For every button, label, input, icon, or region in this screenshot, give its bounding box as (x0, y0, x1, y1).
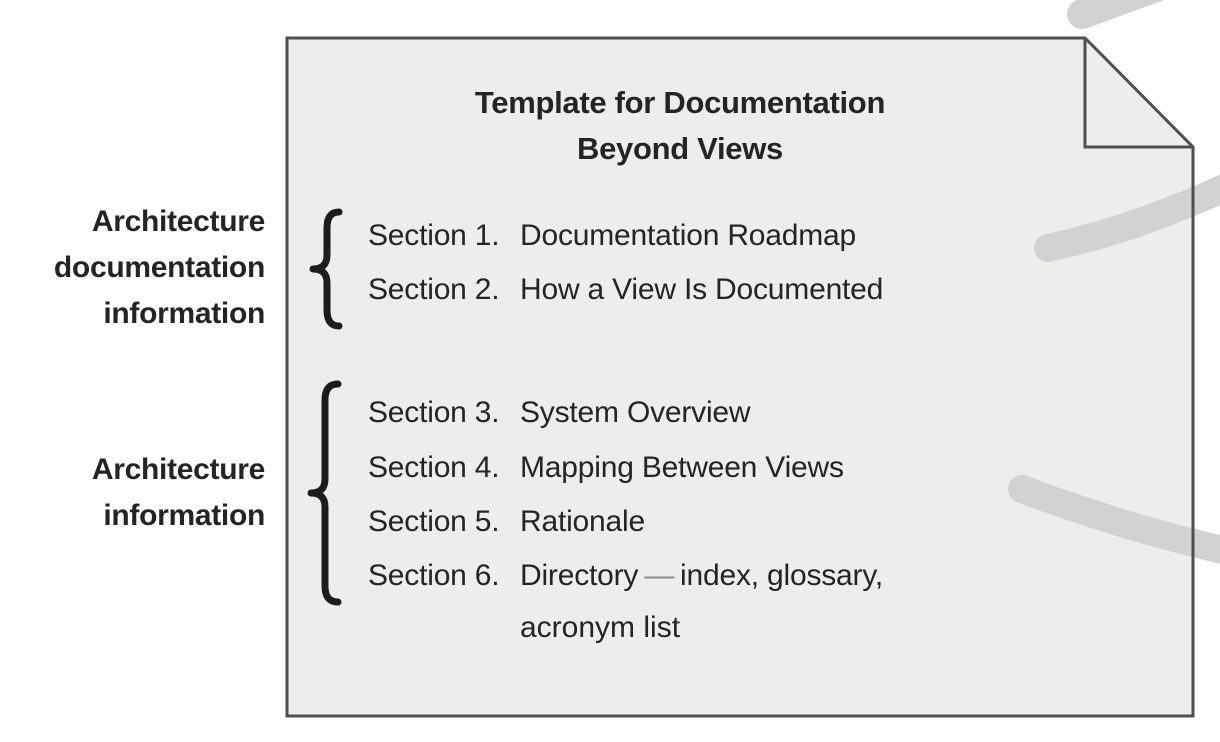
label-line: information (103, 499, 265, 532)
section-title-post: index, glossary, (680, 559, 884, 592)
document-title-line2: Beyond Views (576, 131, 783, 166)
document-sheet (287, 38, 1193, 716)
label-line: information (103, 297, 265, 330)
section-6-continuation: acronym list (520, 611, 681, 644)
swoosh-mark-top-icon (1067, 0, 1165, 29)
brace-architecture-documentation-icon (309, 208, 343, 330)
label-line: documentation (53, 251, 265, 284)
brace-architecture-information-icon (307, 380, 342, 606)
section-row-6: Section 6. Directory—index, glossary, (368, 559, 883, 593)
section-number: Section 4. (368, 451, 500, 484)
swoosh-mark-middle-icon (1034, 174, 1220, 262)
document-title: Template for Documentation Beyond Views (420, 80, 940, 172)
section-row-1: Section 1. Documentation Roadmap (368, 219, 856, 253)
section-row-3: Section 3. System Overview (368, 396, 751, 430)
label-architecture-information: Architecture information (0, 447, 265, 539)
section-number: Section 2. (368, 273, 500, 306)
section-number: Section 5. (368, 505, 500, 538)
section-title: System Overview (520, 396, 751, 429)
swoosh-mark-bottom-icon (1008, 475, 1220, 564)
section-title: Mapping Between Views (520, 451, 844, 484)
section-number: Section 3. (368, 396, 500, 429)
label-line: Architecture (91, 453, 265, 486)
section-row-2: Section 2. How a View Is Documented (368, 273, 883, 307)
section-title: Rationale (520, 505, 645, 538)
section-title: Documentation Roadmap (520, 219, 856, 252)
section-number: Section 6. (368, 559, 500, 592)
section-row-5: Section 5. Rationale (368, 505, 645, 539)
section-title-pre: Directory (520, 559, 639, 592)
folded-corner-icon (1083, 38, 1193, 149)
label-line: Architecture (91, 205, 265, 238)
section-row-4: Section 4. Mapping Between Views (368, 451, 844, 485)
section-number: Section 1. (368, 219, 500, 252)
section-title: How a View Is Documented (520, 273, 884, 306)
document-title-line1: Template for Documentation (474, 85, 886, 120)
label-architecture-documentation-information: Architecture documentation information (0, 199, 265, 337)
document-outline (285, 36, 1195, 718)
em-dash: — (644, 559, 675, 592)
